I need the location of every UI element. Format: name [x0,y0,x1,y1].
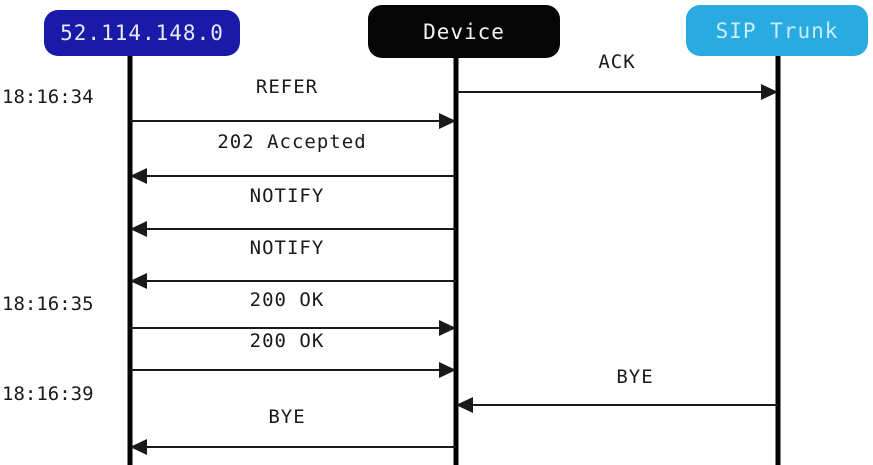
arrow-head [439,113,456,129]
arrow-head [130,273,147,289]
message-arrows-group [130,84,778,455]
participant-label: Device [423,19,505,44]
message-arrow [130,362,456,378]
message-label: 200 OK [249,330,325,352]
message-arrow [130,273,456,289]
arrow-head [130,221,147,237]
participant-label: 52.114.148.0 [60,21,224,45]
participant-node-sip-trunk[interactable]: SIP Trunk [686,5,868,56]
lifelines-group [127,56,781,465]
participant-node-ip-endpoint[interactable]: 52.114.148.0 [44,10,240,56]
timestamp-label: 18:16:39 [2,383,94,405]
message-arrow [130,113,456,129]
arrow-head [130,439,147,455]
message-label: 200 OK [249,289,325,311]
timestamp-label: 18:16:35 [2,293,94,315]
participant-node-device[interactable]: Device [368,5,560,58]
message-label: REFER [255,76,319,98]
message-arrow [130,221,456,237]
message-arrow [456,397,778,413]
message-label: NOTIFY [249,185,325,207]
arrow-head [456,397,473,413]
message-label: BYE [616,366,654,388]
message-label: NOTIFY [249,237,325,259]
arrow-head [761,84,778,100]
message-label: BYE [268,406,306,428]
message-label: 202 Accepted [217,131,367,153]
arrow-head [439,320,456,336]
message-label: ACK [598,51,636,73]
timestamp-label: 18:16:34 [2,86,94,108]
arrow-head [130,168,147,184]
participant-label: SIP Trunk [715,18,839,43]
message-arrow [130,320,456,336]
arrow-head [439,362,456,378]
message-arrow [130,439,456,455]
message-arrow [456,84,778,100]
message-arrow [130,168,456,184]
